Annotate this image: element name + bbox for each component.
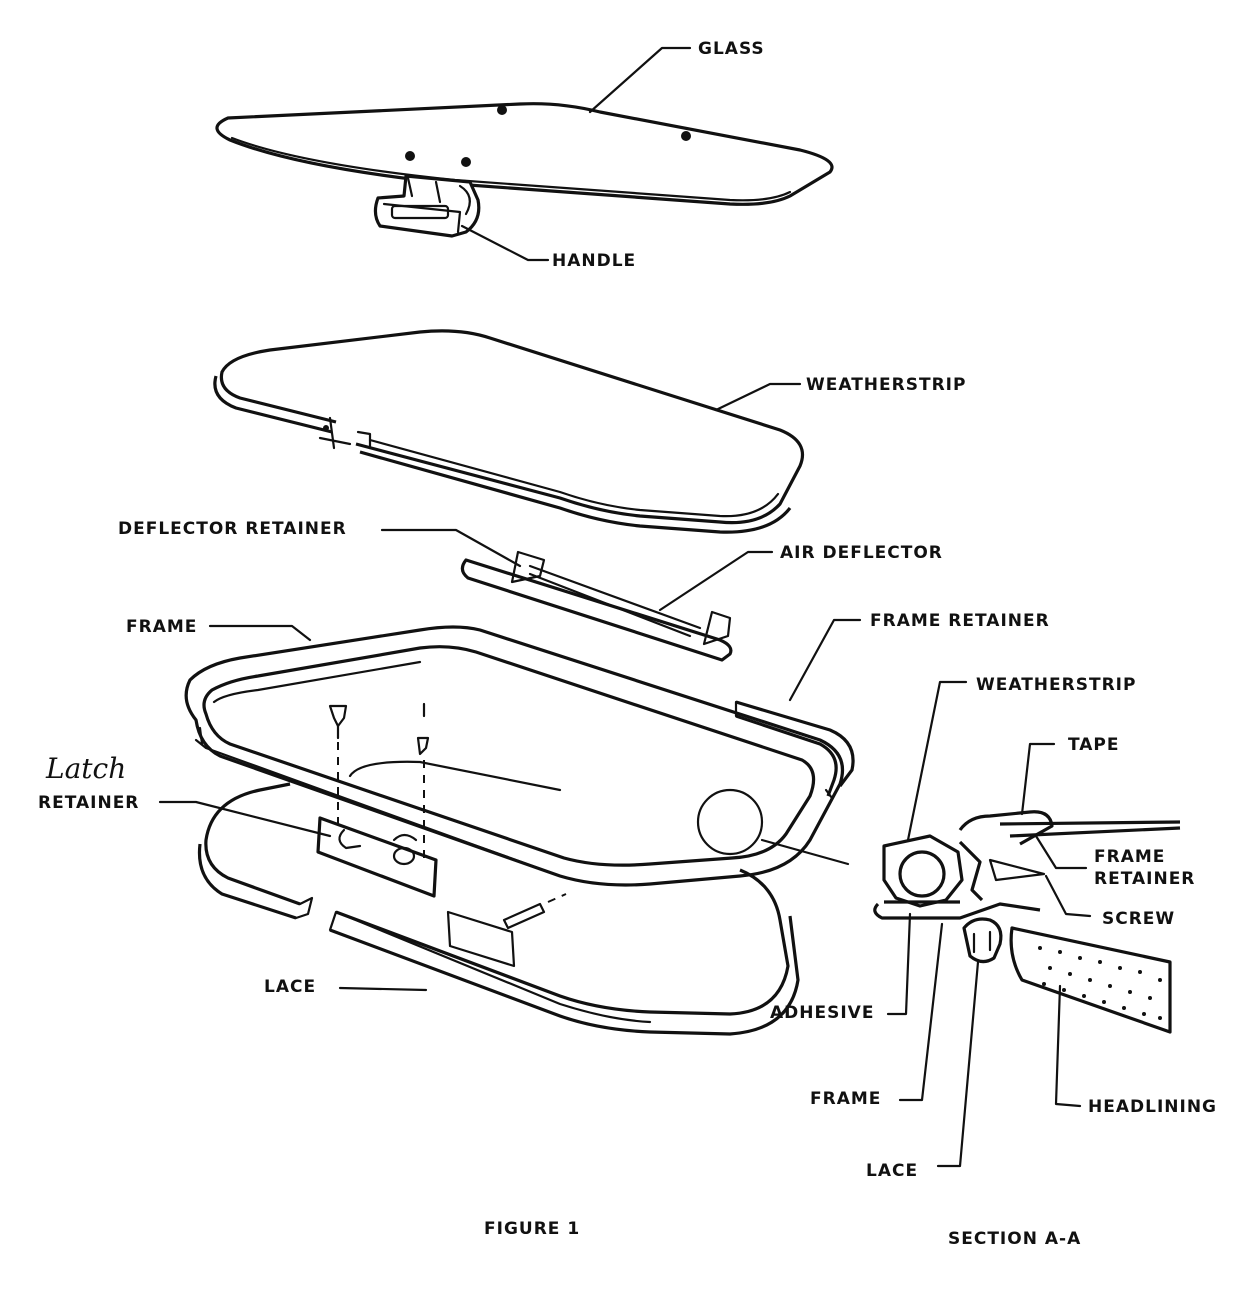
frame — [184, 625, 845, 887]
air-deflector — [460, 550, 733, 662]
labels: GLASS HANDLE WEATHERSTRIP DEFLECTOR RETA… — [38, 39, 1217, 1249]
caption-section: SECTION A-A — [948, 1229, 1081, 1249]
screws — [328, 702, 567, 930]
label-latch: Latch — [45, 752, 126, 785]
section-label-weatherstrip: WEATHERSTRIP — [976, 675, 1136, 695]
label-lace: LACE — [264, 977, 316, 997]
label-retainer: RETAINER — [38, 793, 139, 813]
detail-circle — [696, 788, 764, 856]
section-a-a — [873, 810, 1181, 1034]
section-label-frame-retainer-1: FRAME — [1094, 847, 1165, 867]
section-label-lace: LACE — [866, 1161, 918, 1181]
label-frame: FRAME — [126, 617, 197, 637]
label-frame-retainer: FRAME RETAINER — [870, 611, 1050, 631]
section-label-screw: SCREW — [1102, 909, 1175, 929]
latch-retainer — [316, 816, 516, 968]
leader-lines — [158, 46, 1092, 1168]
lace — [197, 760, 800, 1036]
handle — [373, 174, 481, 238]
label-glass: GLASS — [698, 39, 765, 59]
label-weatherstrip: WEATHERSTRIP — [806, 375, 966, 395]
section-label-tape: TAPE — [1068, 735, 1120, 755]
section-label-adhesive: ADHESIVE — [770, 1003, 874, 1023]
label-handle: HANDLE — [552, 251, 636, 271]
section-label-headlining: HEADLINING — [1088, 1097, 1217, 1117]
label-air-deflector: AIR DEFLECTOR — [780, 543, 943, 563]
section-label-frame-retainer-2: RETAINER — [1094, 869, 1195, 889]
glass-panel — [215, 102, 834, 206]
frame-retainer — [734, 700, 855, 800]
caption-figure: FIGURE 1 — [484, 1219, 580, 1239]
label-deflector-retainer: DEFLECTOR RETAINER — [118, 519, 347, 539]
section-label-frame: FRAME — [810, 1089, 881, 1109]
weatherstrip — [213, 329, 805, 534]
